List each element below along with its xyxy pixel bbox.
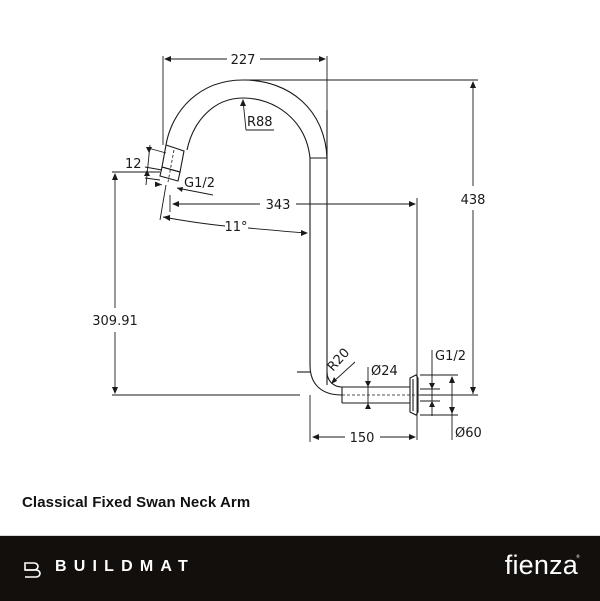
dimension-g12-inlet: G1/2 — [420, 349, 466, 416]
brand-footer: BUILDMAT fienza ® — [0, 535, 600, 601]
svg-text:438: 438 — [461, 193, 486, 208]
dimension-150: 150 — [309, 395, 416, 446]
buildmat-wordmark: BUILDMAT — [55, 558, 195, 575]
svg-text:343: 343 — [266, 198, 291, 213]
dimension-438: 438 — [243, 79, 486, 396]
technical-drawing: 227 R88 12 G1/2 343 11° — [92, 53, 486, 446]
dimension-flange-diameter: Ø60 — [420, 374, 482, 441]
product-title: Classical Fixed Swan Neck Arm — [22, 494, 251, 511]
dimension-r20: R20 — [325, 346, 356, 384]
dimension-r88: R88 — [240, 99, 274, 131]
svg-text:150: 150 — [350, 431, 375, 446]
dimension-pipe-diameter: Ø24 — [365, 364, 398, 409]
swan-neck-arm-outline — [159, 79, 440, 416]
dimension-343: 343 — [169, 195, 418, 440]
buildmat-logo-icon — [24, 562, 41, 578]
dimension-12: 12 — [125, 144, 167, 186]
dimension-g12-outlet: G1/2 — [144, 176, 215, 196]
svg-text:11°: 11° — [224, 220, 247, 235]
svg-text:309.91: 309.91 — [92, 314, 138, 329]
svg-text:G1/2: G1/2 — [184, 176, 215, 191]
svg-text:R88: R88 — [247, 115, 273, 130]
fienza-wordmark: fienza — [504, 550, 578, 580]
svg-text:12: 12 — [125, 157, 142, 172]
svg-text:G1/2: G1/2 — [435, 349, 466, 364]
svg-text:227: 227 — [231, 53, 256, 68]
svg-text:Ø24: Ø24 — [371, 364, 398, 379]
svg-text:Ø60: Ø60 — [455, 426, 482, 441]
registered-mark: ® — [576, 554, 580, 559]
svg-text:R20: R20 — [325, 346, 353, 375]
dimension-309-91: 309.91 — [92, 171, 300, 396]
dimension-11-degrees: 11° — [159, 184, 308, 236]
dimension-227: 227 — [162, 53, 328, 145]
